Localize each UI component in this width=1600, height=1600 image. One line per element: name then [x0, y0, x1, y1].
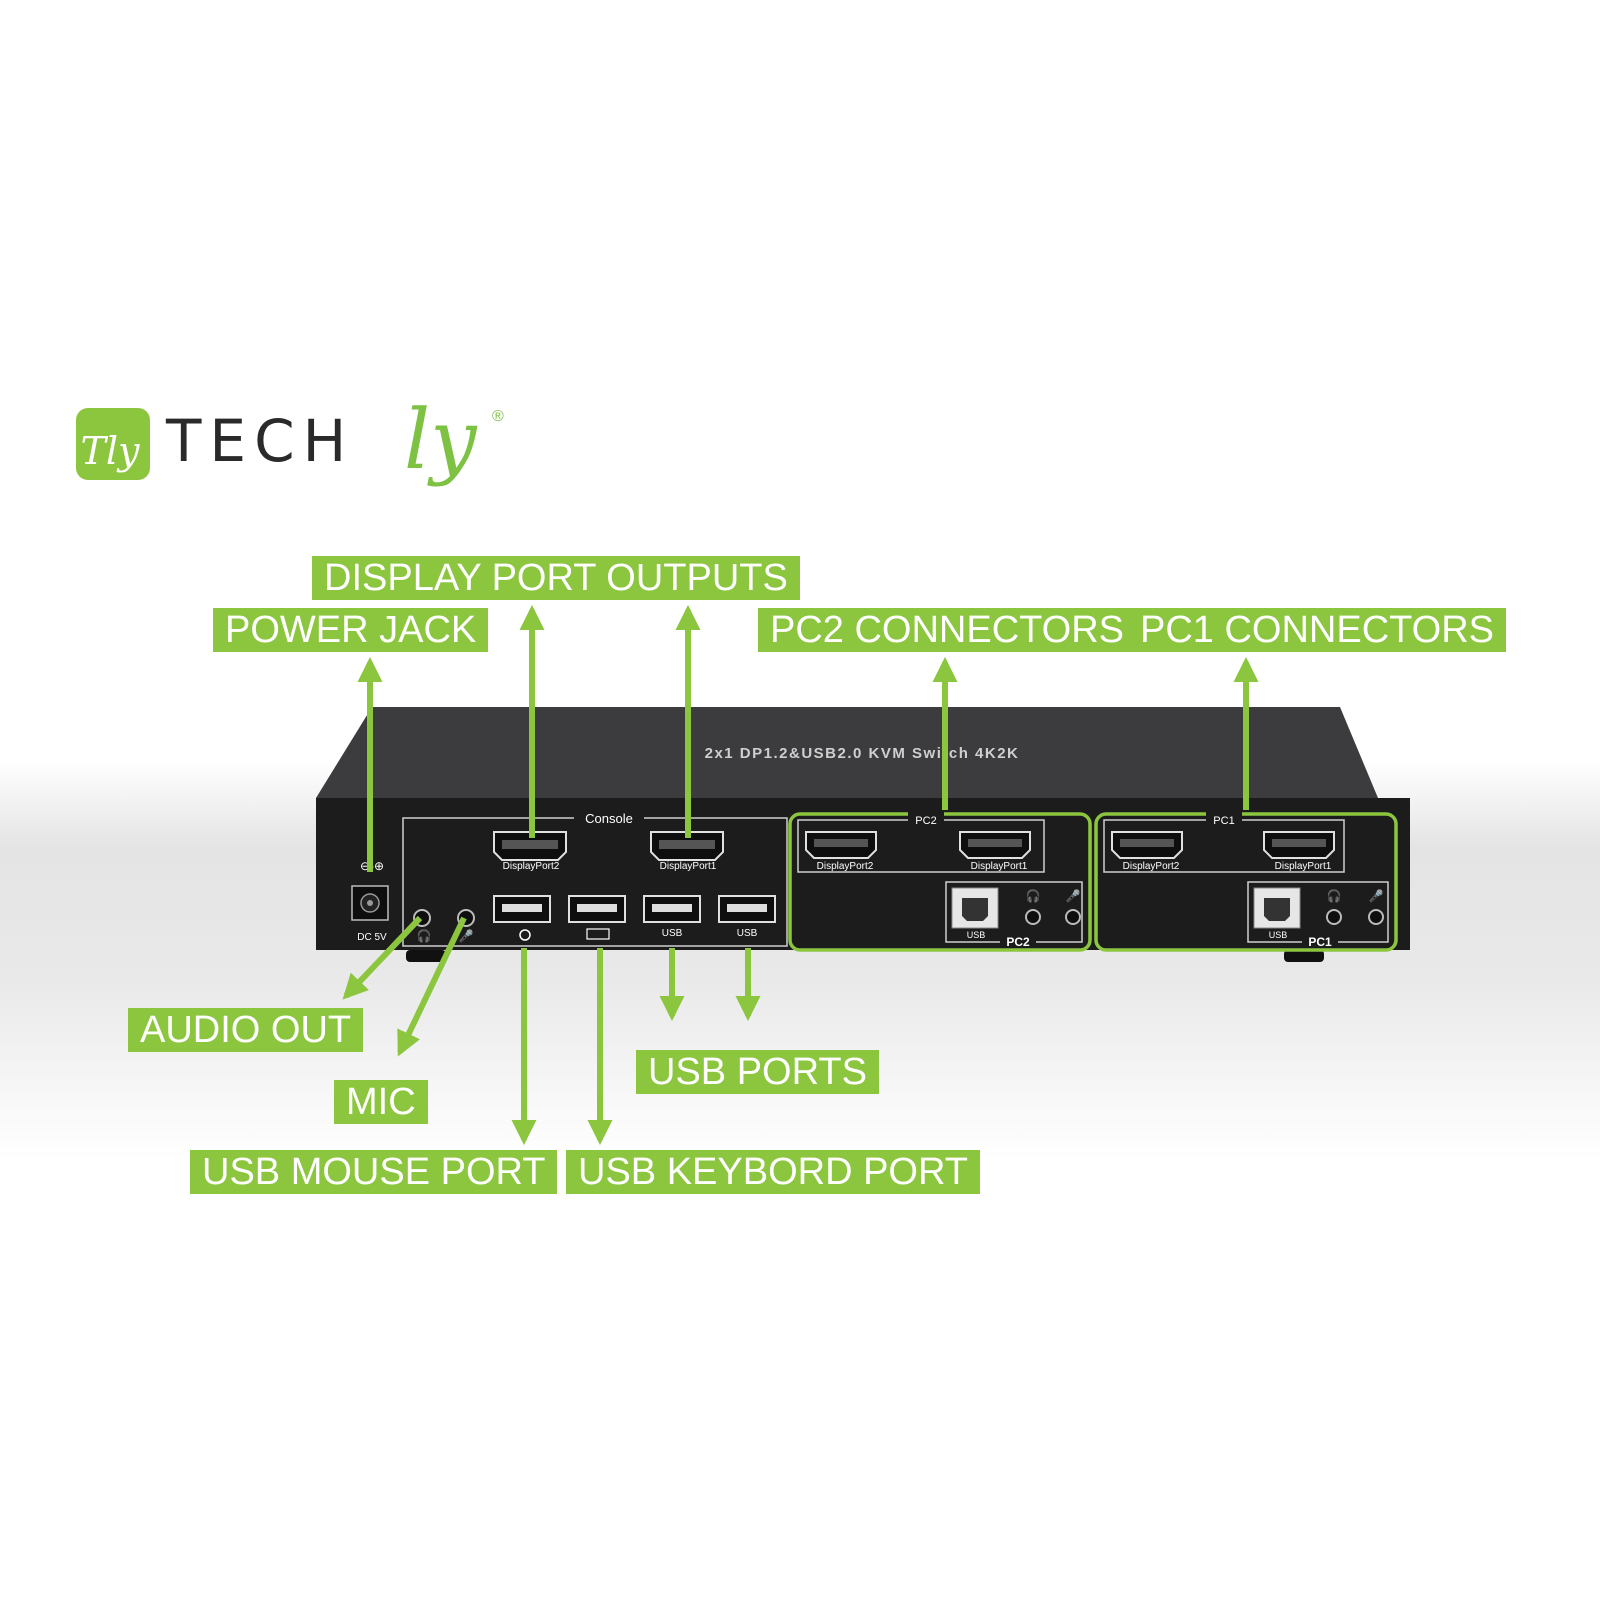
- callout-pc2-connectors: PC2 CONNECTORS: [758, 608, 1137, 652]
- logo-wordmark-script: ly: [404, 393, 477, 488]
- callout-display-port-outputs: DISPLAY PORT OUTPUTS: [312, 556, 800, 600]
- callout-pc1-connectors: PC1 CONNECTORS: [1128, 608, 1507, 652]
- callout-mic: MIC: [334, 1080, 428, 1124]
- logo-badge-letters: Tly: [81, 429, 140, 473]
- callout-usb-ports: USB PORTS: [636, 1050, 879, 1094]
- callout-usb-mouse-port: USB MOUSE PORT: [190, 1150, 558, 1194]
- logo-wordmark: TECH: [166, 407, 355, 475]
- callout-audio-out: AUDIO OUT: [128, 1008, 364, 1052]
- callout-power-jack: POWER JACK: [213, 608, 489, 652]
- techly-logo: Tly TECH ly ®: [74, 400, 534, 510]
- logo-badge-icon: Tly: [76, 408, 150, 480]
- registered-mark: ®: [492, 408, 504, 425]
- callout-usb-keybord-port: USB KEYBORD PORT: [566, 1150, 980, 1194]
- shadow-backdrop: [0, 760, 1600, 1160]
